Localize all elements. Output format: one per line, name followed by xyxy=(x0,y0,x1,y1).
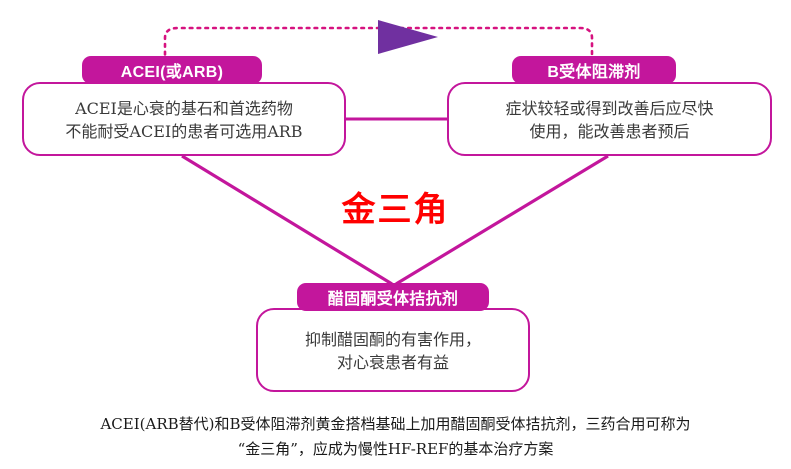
node-tab-mra[interactable]: 醋固酮受体拮抗剂 xyxy=(297,283,489,311)
node-tab-beta-blocker[interactable]: B受体阻滞剂 xyxy=(512,56,676,84)
caption: ACEI(ARB替代)和B受体阻滞剂黄金搭档基础上加用醋固酮受体拮抗剂，三药合用… xyxy=(0,412,791,462)
caption-line-1: ACEI(ARB替代)和B受体阻滞剂黄金搭档基础上加用醋固酮受体拮抗剂，三药合用… xyxy=(100,415,691,433)
node-body-line: ACEI是心衰的基石和首选药物 xyxy=(75,98,293,118)
node-body-line: 对心衰患者有益 xyxy=(336,353,449,372)
node-body-line: 症状较轻或得到改善后应尽快 xyxy=(505,98,714,118)
node-tab-acei[interactable]: ACEI(或ARB) xyxy=(82,56,262,84)
node-body-line: 抑制醋固酮的有害作用， xyxy=(304,329,481,349)
purple-triangle-marker xyxy=(378,20,438,54)
node-body-line: 使用，能改善患者预后 xyxy=(529,122,690,141)
center-label-golden-triangle: 金三角 xyxy=(341,190,450,230)
node-body-line: 不能耐受ACEI的患者可选用ARB xyxy=(65,122,303,141)
caption-line-2: “金三角”，应成为慢性HF-REF的基本治疗方案 xyxy=(237,439,554,458)
node-body-beta-blocker: 症状较轻或得到改善后应尽快 使用，能改善患者预后 xyxy=(447,82,772,156)
node-body-mra: 抑制醋固酮的有害作用， 对心衰患者有益 xyxy=(256,308,530,392)
node-body-acei: ACEI是心衰的基石和首选药物 不能耐受ACEI的患者可选用ARB xyxy=(22,82,346,156)
